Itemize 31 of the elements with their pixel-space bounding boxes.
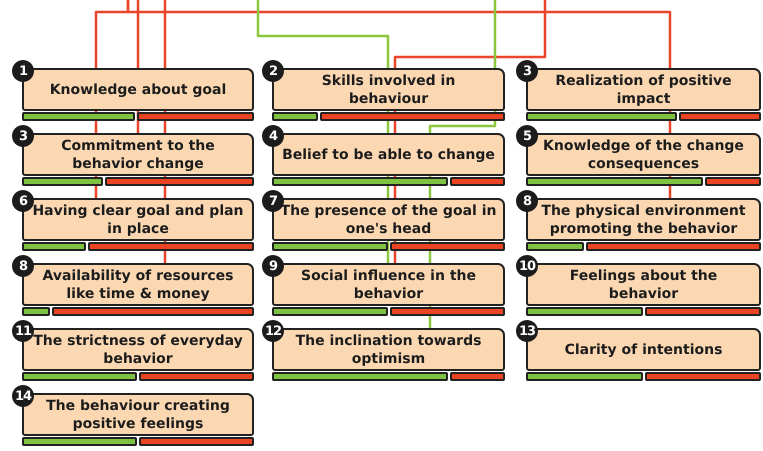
number-badge: 1 [12, 60, 34, 82]
number-badge: 2 [262, 60, 284, 82]
number-badge: 11 [12, 320, 34, 342]
factor-label: The physical environment promoting the behavior [540, 202, 747, 238]
number-badge: 8 [12, 255, 34, 277]
factor-label: Belief to be able to change [281, 146, 496, 164]
factor-label: Knowledge about goal [48, 80, 228, 98]
number-badge: 8 [516, 190, 538, 212]
factor-label: Social influence in the behavior [300, 266, 477, 302]
number-badge: 6 [12, 190, 34, 212]
factor-label: The strictness of everyday behavior [32, 332, 244, 368]
number-badge: 9 [262, 255, 284, 277]
factor-label: Skills involved in behaviour [320, 72, 456, 108]
number-badge: 13 [516, 320, 538, 342]
factor-label: Feelings about the behavior [568, 266, 718, 302]
factor-label: Realization of positive impact [554, 72, 733, 108]
number-badge: 10 [516, 255, 538, 277]
number-badge: 5 [516, 125, 538, 147]
number-badge: 3 [516, 60, 538, 82]
number-badge: 3 [12, 125, 34, 147]
factor-label: Availability of resources like time & money [42, 266, 234, 302]
factor-label: Having clear goal and plan in place [31, 202, 245, 238]
factor-label: The behaviour creating positive feelings [45, 396, 231, 432]
number-badge: 12 [262, 320, 284, 342]
factor-label: Commitment to the behavior change [60, 136, 216, 172]
factor-label: The inclination towards optimism [294, 332, 482, 368]
number-badge: 4 [262, 125, 284, 147]
factor-label: Knowledge of the change consequences [542, 136, 745, 172]
number-badge: 14 [12, 385, 34, 407]
factor-label: Clarity of intentions [564, 340, 724, 358]
number-badge: 7 [262, 190, 284, 212]
